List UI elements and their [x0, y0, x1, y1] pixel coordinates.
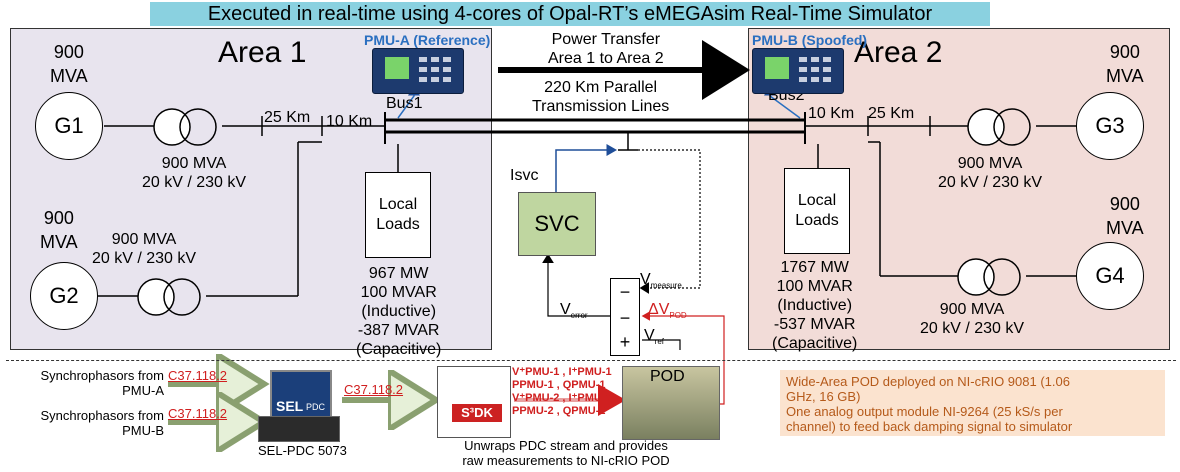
dvpod-label: ΔVPOD [648, 301, 687, 321]
pod-hardware-image [622, 366, 720, 440]
meas-list: V⁺PMU-1 , I⁺PMU-1 PPMU-1 , QPMU-1 V⁺PMU-… [512, 366, 612, 417]
c37-a-label: C37.118.2 [168, 368, 228, 383]
transformer-3-icon [967, 108, 1031, 146]
area-1-title: Area 1 [218, 36, 307, 69]
c37-out-label: C37.118.2 [344, 382, 404, 397]
generator-g4: G4 [1076, 242, 1144, 310]
sel-pdc-monitor: SEL PDC [270, 370, 332, 420]
pmu-a-label: PMU-A (Reference) [364, 32, 491, 48]
vref-label: Vref [644, 327, 665, 347]
svc-block: SVC [518, 192, 596, 256]
info-box: Wide-Area POD deployed on NI-cRIO 9081 (… [780, 370, 1165, 436]
area-2-title: Area 2 [854, 36, 943, 69]
bus1-label: Bus1 [386, 95, 423, 112]
pmu-b-label: PMU-B (Spoofed) [752, 32, 868, 48]
s3dk-scope [437, 366, 511, 438]
generator-g2: G2 [30, 262, 98, 330]
load-values-area1: 967 MW 100 MVAR (Inductive) -387 MVAR (C… [356, 265, 442, 358]
banner-title: Executed in real-time using 4-cores of O… [150, 2, 990, 26]
sel-pdc-label: SEL-PDC 5073 [258, 443, 347, 458]
c37-b-label: C37.118.2 [168, 406, 228, 421]
line-10km-area2: 10 Km [808, 105, 855, 122]
line-25km-area1: 25 Km [264, 109, 311, 126]
pmu-b-device [752, 48, 844, 94]
isvc-label: Isvc [510, 167, 539, 184]
transformer-1-icon [153, 108, 217, 146]
sel-pdc-chassis [258, 416, 340, 442]
transformer-4-icon [957, 258, 1021, 296]
transformer-2-icon [137, 278, 201, 316]
pod-label: POD [650, 368, 685, 385]
section-divider [6, 360, 1176, 361]
vmeasure-label: Vmeasure [640, 271, 682, 291]
line-10km-area1: 10 Km [326, 113, 373, 130]
load-values-area2: 1767 MW 100 MVAR (Inductive) -537 MVAR (… [772, 259, 858, 352]
verror-label: Verror [560, 301, 588, 321]
s3dk-badge: S³DK [452, 404, 502, 422]
generator-g3: G3 [1076, 92, 1144, 160]
summing-junction: − − + [610, 278, 640, 356]
generator-g1: G1 [35, 92, 103, 160]
pmu-a-device [372, 48, 464, 94]
line-25km-area2: 25 Km [868, 105, 915, 122]
